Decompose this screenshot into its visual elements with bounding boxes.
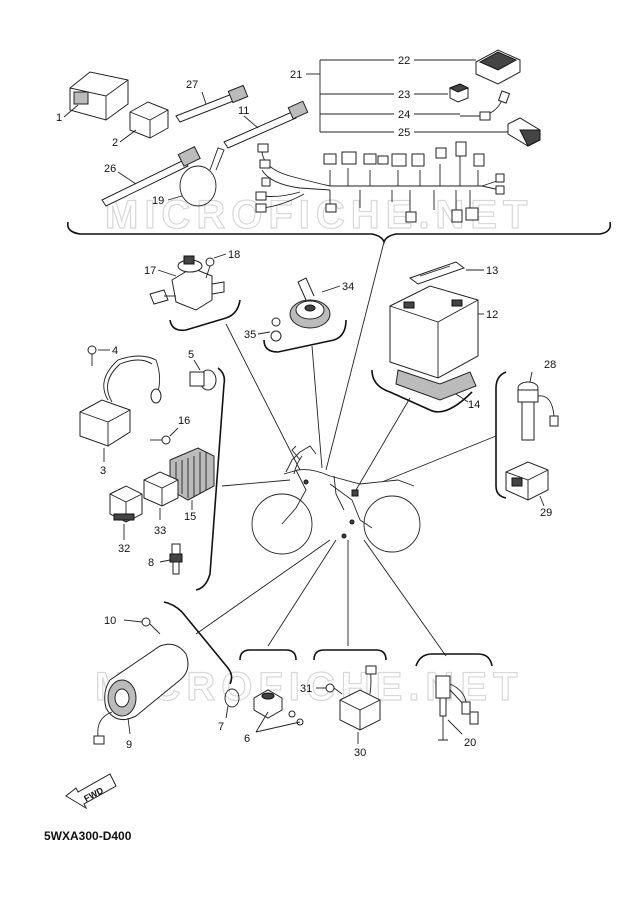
part-27-cable-tie[interactable]: 27 — [175, 79, 249, 123]
callout-13: 13 — [486, 265, 498, 277]
callout-1: 1 — [56, 112, 62, 124]
part-31-screw[interactable]: 31 — [300, 683, 343, 695]
callout-26: 26 — [104, 163, 116, 175]
part-9-starter-motor[interactable]: 9 — [93, 643, 189, 751]
part-32-relay[interactable]: 32 — [109, 485, 143, 555]
callout-35: 35 — [244, 329, 256, 341]
brake-switch-group: 20 — [415, 653, 493, 749]
part-30-starter-relay[interactable]: 30 — [339, 665, 381, 759]
part-20-brake-switch[interactable]: 20 — [435, 675, 479, 749]
callout-20: 20 — [464, 737, 476, 749]
callout-11: 11 — [238, 105, 249, 117]
callout-17: 17 — [144, 265, 156, 277]
part-11-cable-tie[interactable]: 11 — [223, 100, 309, 149]
callout-22: 22 — [398, 55, 410, 67]
part-6-neutral-switch[interactable]: 6 — [244, 689, 304, 745]
callout-24: 24 — [398, 109, 410, 121]
part-23-coupler[interactable]: 23 — [398, 83, 470, 103]
starter-relay-group: 31 30 — [300, 649, 387, 759]
horn-group: 34 35 — [244, 277, 354, 469]
diagram-code: 5WXA300-D400 — [44, 829, 132, 843]
callout-30: 30 — [354, 747, 366, 759]
part-12-battery[interactable]: 12 — [389, 285, 498, 379]
callout-9: 9 — [126, 739, 132, 751]
part-19-band[interactable]: 19 — [152, 147, 225, 207]
part-33-relay[interactable]: 33 — [143, 471, 179, 537]
callout-19: 19 — [152, 195, 164, 207]
part-29-coupler[interactable]: 29 — [505, 461, 552, 519]
callout-8: 8 — [148, 557, 154, 569]
part-14-battery-cover[interactable]: 14 — [395, 369, 480, 411]
callout-25: 25 — [398, 127, 410, 139]
fwd-arrow: FWD — [65, 773, 117, 810]
callout-28: 28 — [544, 359, 556, 371]
neutral-switch-group: 7 6 — [218, 649, 304, 745]
starter-motor-group: 10 9 — [93, 601, 233, 751]
part-10-bolt[interactable]: 10 — [104, 615, 161, 635]
part-35-nut[interactable]: 35 — [244, 317, 282, 342]
callout-3: 3 — [100, 465, 106, 477]
part-3-ignition-coil[interactable]: 3 — [79, 355, 162, 477]
callout-16: 16 — [178, 415, 190, 427]
right-group: 28 29 — [381, 359, 559, 519]
part-25-cap[interactable]: 25 — [398, 117, 541, 147]
motorcycle-frame — [251, 445, 421, 555]
part-18-screw[interactable]: 18 — [205, 249, 240, 279]
part-13-battery-band[interactable]: 13 — [408, 261, 498, 285]
callout-14: 14 — [468, 399, 480, 411]
callout-15: 15 — [184, 511, 196, 523]
callout-34: 34 — [342, 281, 354, 293]
part-34-horn[interactable]: 34 — [289, 277, 354, 329]
part-1-cdi-unit[interactable]: 1 — [56, 71, 129, 124]
part-17-main-switch[interactable]: 17 — [144, 255, 225, 311]
part-28-fuel-sender[interactable]: 28 — [517, 359, 559, 441]
callout-2: 2 — [112, 137, 118, 149]
callout-23: 23 — [398, 89, 410, 101]
callout-12: 12 — [486, 309, 498, 321]
part-21-wire-harness[interactable]: 21 — [255, 60, 505, 223]
callout-4: 4 — [112, 345, 118, 357]
part-24-lead[interactable]: 24 — [398, 90, 511, 121]
callout-27: 27 — [186, 79, 198, 91]
part-26-cable-tie[interactable]: 26 — [101, 145, 201, 207]
part-4-bolt[interactable]: 4 — [87, 345, 118, 366]
part-2-connector[interactable]: 2 — [112, 101, 169, 149]
callout-29: 29 — [540, 507, 552, 519]
callout-21: 21 — [290, 69, 302, 81]
part-7-o-ring[interactable]: 7 — [218, 688, 240, 733]
callout-32: 32 — [118, 543, 130, 555]
part-5-plug-cap[interactable]: 5 — [188, 349, 217, 391]
left-group: 4 3 5 16 15 — [79, 345, 291, 591]
main-switch-group: 17 18 — [144, 249, 301, 471]
part-16-bolt[interactable]: 16 — [150, 415, 190, 445]
harness-group: 1 2 27 11 26 — [56, 49, 612, 245]
callout-5: 5 — [188, 349, 194, 361]
callout-33: 33 — [154, 525, 166, 537]
part-8-spark-plug[interactable]: 8 — [148, 543, 183, 575]
battery-group: 13 12 14 — [355, 261, 498, 491]
part-22-coupler[interactable]: 22 — [398, 49, 521, 85]
callout-6: 6 — [244, 733, 250, 745]
callout-10: 10 — [104, 615, 116, 627]
callout-18: 18 — [228, 249, 240, 261]
callout-7: 7 — [218, 721, 224, 733]
callout-31: 31 — [300, 683, 312, 695]
